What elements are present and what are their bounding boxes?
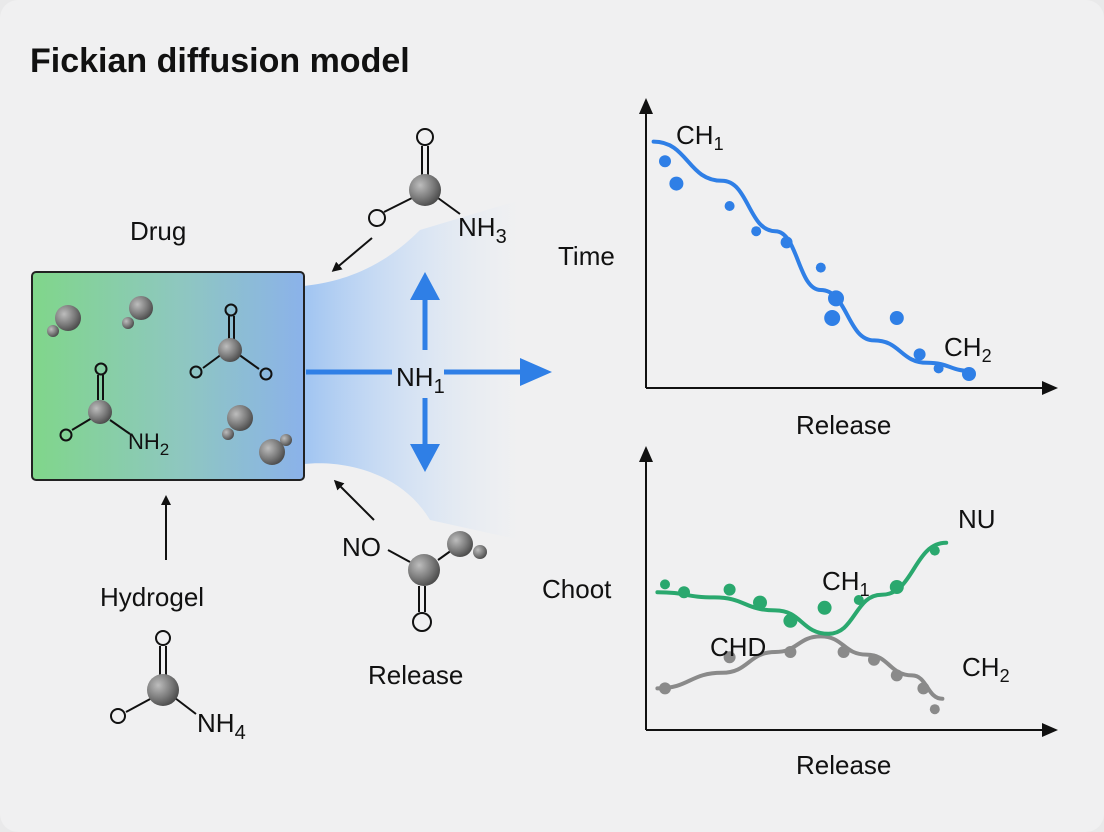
chart-bottom-label-ch1: CH1 — [822, 566, 870, 600]
diffusion-flow — [304, 200, 520, 540]
release-label: Release — [368, 660, 463, 690]
drug-particle-icon — [222, 405, 253, 440]
drug-particle-icon — [122, 296, 153, 329]
chart-bottom-ylabel: Choot — [542, 574, 612, 604]
chart-top-data-point — [751, 226, 762, 237]
flux-label: NH1 — [396, 362, 445, 398]
figure-title: Fickian diffusion model — [30, 42, 410, 80]
chart-bottom-data-point-green — [929, 545, 940, 556]
box-carbonyl-center-icon — [218, 338, 242, 362]
chart-bottom-data-point-green — [753, 595, 767, 610]
bottom-molecule-h-icon — [473, 545, 487, 559]
chart-top-label-ch1: CH1 — [676, 120, 724, 154]
chart-top-data-point — [962, 367, 976, 381]
box-carbonyl-molecule-icon — [189, 303, 273, 381]
chart-bottom-data-point-grey — [837, 646, 850, 658]
chart-top-data-point — [889, 311, 904, 325]
chart-bottom: Choot Release NU CH1 CHD CH2 — [542, 446, 1058, 780]
chart-bottom-data-point-green — [817, 600, 832, 615]
hydrogel-molecule-icon — [110, 630, 197, 724]
chart-bottom-curve-grey — [655, 634, 945, 701]
chart-top-data-point — [815, 262, 826, 273]
chart-top-data-point — [933, 363, 944, 374]
chart-top: Time Release CH1 CH2 — [558, 98, 1058, 440]
box-molecule-label: NH2 — [128, 429, 169, 459]
hydrogel-label: Hydrogel — [100, 582, 204, 612]
box-amide-center-icon — [88, 400, 112, 424]
top-molecule-icon — [368, 128, 461, 227]
chart-top-y-arrow-icon — [639, 98, 653, 114]
chart-top-data-point — [828, 290, 844, 307]
chart-bottom-data-point-green — [783, 613, 798, 628]
chart-top-data-point — [824, 310, 841, 326]
hydrogel-molecule-center-icon — [147, 674, 179, 706]
bottom-molecule-arrow — [333, 479, 375, 521]
chart-top-data-point — [669, 176, 684, 191]
chart-top-data-point — [724, 201, 735, 211]
chart-bottom-label-ch2: CH2 — [962, 652, 1010, 686]
drug-particle-icon — [259, 434, 292, 465]
chart-bottom-data-point-grey — [723, 651, 736, 664]
chart-bottom-data-point-green — [660, 579, 670, 590]
chart-bottom-label-nu: NU — [958, 504, 996, 534]
chart-bottom-data-point-grey — [890, 669, 903, 682]
bottom-molecule-atom-icon — [447, 531, 473, 557]
chart-top-label-ch2: CH2 — [944, 332, 992, 366]
bottom-molecule-center-icon — [408, 554, 440, 586]
chart-bottom-xlabel: Release — [796, 750, 891, 780]
chart-top-curve — [651, 139, 975, 374]
hydrogel-molecule-label: NH4 — [197, 708, 246, 744]
chart-bottom-data-point-green — [889, 580, 904, 594]
chart-top-data-point — [780, 236, 793, 249]
box-amide-molecule-icon — [59, 362, 131, 442]
chart-top-data-point — [913, 348, 926, 361]
chart-top-ylabel: Time — [558, 241, 615, 271]
chart-bottom-data-point-grey — [659, 682, 671, 695]
chart-bottom-x-arrow-icon — [1042, 723, 1058, 737]
chart-bottom-data-point-green — [853, 595, 864, 605]
top-molecule-arrow — [331, 237, 373, 272]
chart-top-xlabel: Release — [796, 410, 891, 440]
drug-label: Drug — [130, 216, 186, 246]
chart-top-x-arrow-icon — [1042, 381, 1058, 395]
chart-bottom-y-arrow-icon — [639, 446, 653, 462]
flux-arrows — [306, 272, 552, 472]
chart-top-data-point — [659, 155, 671, 168]
chart-bottom-data-point-grey — [868, 653, 880, 666]
top-molecule-center-icon — [409, 174, 441, 206]
top-molecule-label: NH3 — [458, 212, 507, 248]
chart-bottom-data-point-green — [678, 586, 690, 599]
chart-bottom-data-point-grey — [917, 682, 930, 695]
chart-bottom-data-point-grey — [929, 704, 940, 715]
chart-bottom-data-point-green — [723, 583, 736, 596]
bottom-molecule-label: NO — [342, 532, 381, 562]
drug-particle-icon — [47, 305, 81, 337]
chart-bottom-data-point-grey — [784, 646, 797, 658]
chart-bottom-label-chd: CHD — [710, 632, 766, 662]
